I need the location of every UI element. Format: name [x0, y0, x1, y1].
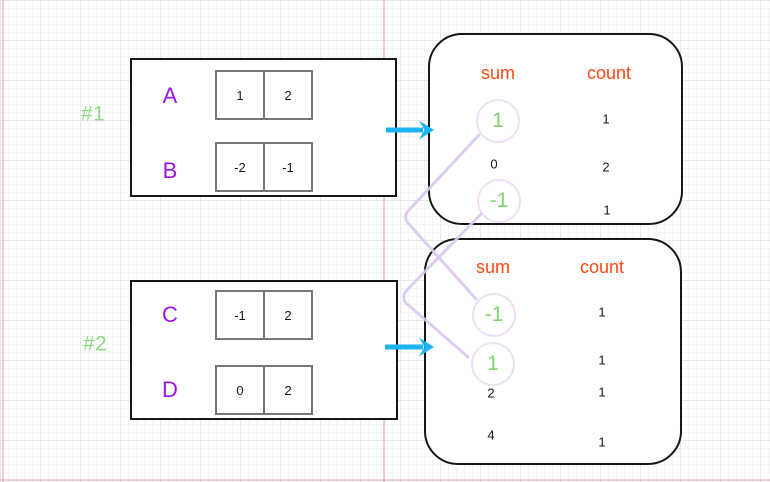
array-c-cell-1: 2: [263, 290, 313, 340]
group-2-input-box: C -1 2 D 0 2: [130, 280, 398, 420]
group-1-count-header: count: [586, 63, 632, 83]
group-2-count-row-2: 1: [598, 384, 606, 400]
group-1-sum-header: sum: [480, 63, 516, 83]
array-d-cells: 0 2: [215, 365, 313, 415]
group-1-count-row-2: 1: [603, 202, 611, 218]
paper-margin-line-bottom: [0, 479, 770, 481]
array-a-cell-0: 1: [215, 70, 265, 120]
array-d-cell-1: 2: [263, 365, 313, 415]
array-d-cell-0: 0: [215, 365, 265, 415]
group-1-sum-row-1: 0: [490, 156, 498, 172]
array-c-name: C: [162, 302, 178, 327]
group-2-count-row-1: 1: [598, 352, 606, 368]
array-a-cells: 1 2: [215, 70, 313, 120]
array-b-cells: -2 -1: [215, 142, 313, 192]
group-1-sum-1-highlighted: 1: [476, 99, 520, 143]
array-a-cell-1: 2: [263, 70, 313, 120]
group-2-sum-row-3: 4: [487, 427, 495, 443]
group-2-count-row-3: 1: [598, 434, 606, 450]
group-1-result-box: sum count 1 1 0 2 -1 1: [428, 33, 683, 225]
group-1-count-row-1: 2: [602, 159, 610, 175]
array-b-cell-0: -2: [215, 142, 265, 192]
group-1-count-row-0: 1: [602, 111, 610, 127]
array-b-cell-1: -1: [263, 142, 313, 192]
array-c-cell-0: -1: [215, 290, 265, 340]
group-1-input-box: A 1 2 B -2 -1: [130, 58, 397, 197]
array-a-name: A: [162, 83, 178, 108]
paper-margin-line-left: [2, 0, 4, 482]
array-b-name: B: [162, 158, 178, 183]
group-2-sum-row-2: 2: [487, 385, 495, 401]
group-2-sum-1-highlighted: 1: [471, 342, 515, 386]
group-2-label: #2: [82, 332, 108, 356]
group-1-label: #1: [80, 102, 106, 126]
group-2-sum-header: sum: [475, 257, 511, 277]
array-d-name: D: [162, 377, 178, 402]
group-2-count-row-0: 1: [598, 304, 606, 320]
group-2-sum-neg1-highlighted: -1: [472, 293, 516, 337]
group-2-result-box: sum count -1 1 1 1 2 1 4 1: [424, 238, 682, 465]
paper-margin-line-middle: [383, 0, 385, 482]
group-2-count-header: count: [579, 257, 625, 277]
array-c-cells: -1 2: [215, 290, 313, 340]
group-1-sum-neg1-highlighted: -1: [477, 179, 521, 223]
